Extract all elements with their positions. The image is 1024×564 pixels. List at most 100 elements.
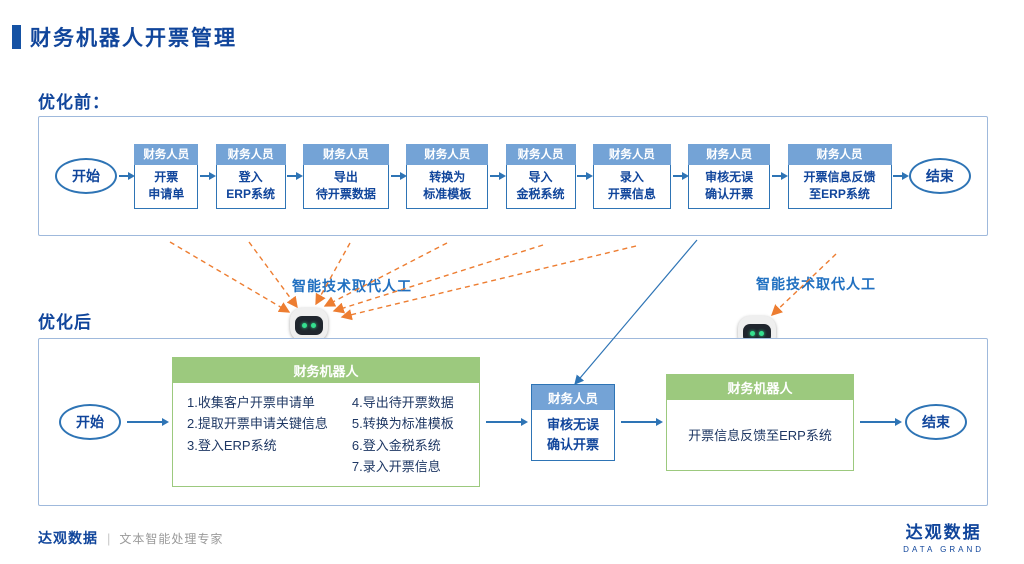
- robot-face-icon: [295, 315, 323, 335]
- robot-task-item: 2.提取开票申请关键信息: [187, 416, 328, 432]
- robot-task-item: 6.登入金税系统: [351, 437, 441, 453]
- step-text: 待开票数据: [315, 187, 376, 201]
- robot-eye-icon: [302, 322, 307, 328]
- robot-task-item: 7.录入开票信息: [351, 458, 441, 474]
- after-robot-box-2: 财务机器人 开票信息反馈至ERP系统: [666, 373, 854, 471]
- step-body: 审核无误 确认开票: [688, 164, 771, 209]
- before-end-terminator: 结束: [908, 158, 971, 194]
- step-text: ERP系统: [226, 187, 275, 201]
- flow-arrow-icon: [118, 172, 135, 180]
- step-text: 至ERP系统: [809, 187, 870, 201]
- robot-box-body: 1.收集客户开票申请单 2.提取开票申请关键信息 3.登入ERP系统 4.导出待…: [173, 383, 479, 487]
- step-text: 审核无误: [705, 170, 754, 185]
- after-flow-panel: 开始 财务机器人 1.收集客户开票申请单 2.提取开票申请关键信息 3.登入ER…: [38, 338, 988, 506]
- replace-caption-left: 智能技术取代人工: [292, 278, 412, 294]
- flow-arrow-icon: [489, 172, 506, 180]
- step-role-header: 财务人员: [592, 143, 671, 165]
- step-text: 导入: [528, 170, 553, 185]
- brand-logo: 达观数据 DATA GRAND: [903, 518, 984, 554]
- robot-eye-icon: [750, 330, 755, 336]
- staff-text: 审核无误: [546, 417, 599, 432]
- step-role-header: 财务人员: [787, 143, 892, 165]
- replace-arrow-icon: [169, 241, 291, 313]
- step-text: 金税系统: [516, 187, 565, 201]
- step-role-header: 财务人员: [215, 143, 286, 165]
- title-row: 财务机器人开票管理: [12, 22, 237, 52]
- before-step-3: 财务人员 导出 待开票数据: [302, 143, 389, 209]
- robot-task-item: 3.登入ERP系统: [187, 437, 277, 453]
- brand-logo-en: DATA GRAND: [903, 545, 984, 554]
- robot-box-header: 财务机器人: [173, 357, 479, 383]
- robot-task-item: 4.导出待开票数据: [351, 394, 454, 410]
- step-text: 转换为: [429, 170, 466, 185]
- step-text: 导出: [333, 170, 358, 185]
- robot-box-body: 开票信息反馈至ERP系统: [688, 428, 832, 443]
- flow-arrow-icon: [199, 172, 216, 180]
- flow-arrow-icon: [485, 418, 528, 426]
- title-accent-bar: [12, 25, 21, 49]
- step-text: 申请单: [148, 187, 185, 201]
- before-step-8: 财务人员 开票信息反馈 至ERP系统: [787, 143, 892, 209]
- robot-box-header: 财务机器人: [667, 374, 853, 400]
- before-section-label: 优化前：: [38, 93, 110, 112]
- footer-divider: |: [107, 530, 111, 546]
- footer-left: 达观数据 | 文本智能处理专家: [38, 528, 223, 548]
- step-body: 登入 ERP系统: [215, 164, 286, 209]
- staff-text: 确认开票: [546, 436, 599, 452]
- before-step-6: 财务人员 录入 开票信息: [592, 143, 671, 209]
- step-role-header: 财务人员: [134, 143, 199, 165]
- step-text: 标准模板: [423, 187, 472, 201]
- after-end-terminator: 结束: [905, 404, 967, 440]
- robot-task-column-1: 1.收集客户开票申请单 2.提取开票申请关键信息 3.登入ERP系统: [187, 392, 344, 478]
- step-body: 开票信息反馈 至ERP系统: [787, 164, 892, 209]
- step-body: 录入 开票信息: [592, 164, 671, 209]
- step-role-header: 财务人员: [505, 143, 576, 165]
- step-role-header: 财务人员: [688, 143, 771, 165]
- step-role-header: 财务人员: [302, 143, 389, 165]
- robot-task-item: 1.收集客户开票申请单: [187, 394, 315, 410]
- step-text: 开票信息: [607, 187, 656, 201]
- flow-arrow-icon: [893, 172, 910, 180]
- flow-arrow-icon: [672, 172, 689, 180]
- before-step-1: 财务人员 开票 申请单: [134, 143, 199, 209]
- footer-tagline: 文本智能处理专家: [119, 531, 224, 546]
- before-flow-row: 开始 财务人员 开票 申请单 财务人员 登入 ERP系统 财务人员: [39, 117, 987, 235]
- page-title: 财务机器人开票管理: [30, 27, 237, 50]
- flow-arrow-icon: [126, 418, 169, 426]
- flow-arrow-icon: [577, 172, 594, 180]
- before-step-5: 财务人员 导入 金税系统: [505, 143, 576, 209]
- footer-brand: 达观数据: [38, 530, 98, 546]
- step-role-header: 财务人员: [406, 143, 489, 165]
- after-staff-box: 财务人员 审核无误 确认开票: [531, 383, 615, 461]
- step-text: 登入: [238, 170, 263, 185]
- before-step-7: 财务人员 审核无误 确认开票: [688, 143, 771, 209]
- after-start-terminator: 开始: [59, 404, 121, 440]
- flow-arrow-icon: [859, 418, 902, 426]
- staff-box-header: 财务人员: [532, 384, 614, 410]
- after-robot-box-1: 财务机器人 1.收集客户开票申请单 2.提取开票申请关键信息 3.登入ERP系统…: [172, 356, 480, 488]
- before-flow-panel: 开始 财务人员 开票 申请单 财务人员 登入 ERP系统 财务人员: [38, 116, 988, 236]
- flow-arrow-icon: [287, 172, 304, 180]
- brand-logo-cn: 达观数据: [905, 523, 982, 542]
- replace-arrow-icon: [248, 241, 298, 309]
- step-text: 开票: [154, 170, 179, 185]
- flow-arrow-icon: [771, 172, 788, 180]
- robot-eye-icon: [311, 322, 316, 328]
- flow-arrow-icon: [620, 418, 663, 426]
- robot-icon: [290, 308, 328, 342]
- step-body: 导入 金税系统: [505, 164, 576, 209]
- after-section-label: 优化后: [38, 313, 92, 332]
- step-body: 开票 申请单: [134, 164, 199, 209]
- robot-eye-icon: [759, 330, 764, 336]
- step-body: 转换为 标准模板: [406, 164, 489, 209]
- step-body: 导出 待开票数据: [302, 164, 389, 209]
- replace-arrow-icon: [323, 242, 448, 307]
- robot-task-column-2: 4.导出待开票数据 5.转换为标准模板 6.登入金税系统 7.录入开票信息: [352, 392, 469, 478]
- replace-caption-right: 智能技术取代人工: [756, 276, 876, 292]
- flow-arrow-icon: [390, 172, 407, 180]
- before-step-2: 财务人员 登入 ERP系统: [215, 143, 286, 209]
- after-flow-row: 开始 财务机器人 1.收集客户开票申请单 2.提取开票申请关键信息 3.登入ER…: [39, 339, 987, 505]
- staff-box-body: 审核无误 确认开票: [532, 410, 614, 460]
- before-start-terminator: 开始: [55, 158, 117, 194]
